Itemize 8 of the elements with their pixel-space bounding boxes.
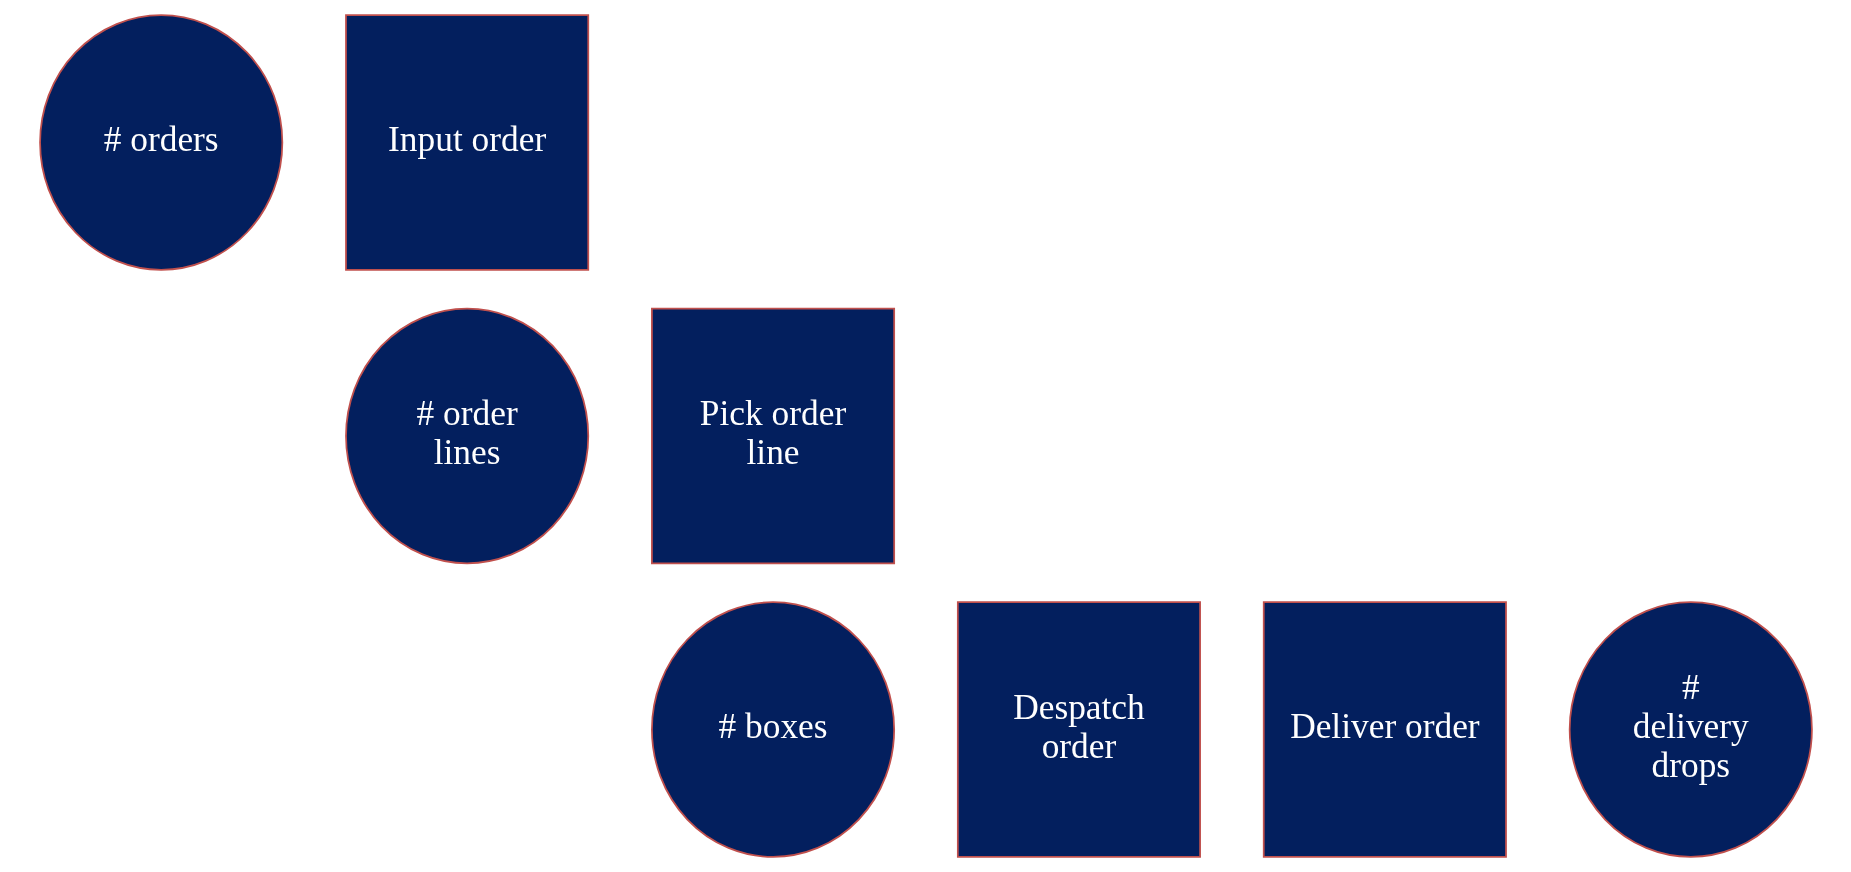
node-box: Input order [344, 14, 589, 271]
node-box: Deliver order [1262, 601, 1507, 858]
node-circle: # orders [38, 14, 283, 271]
node-circle: # boxes [650, 601, 895, 858]
node-box: Pick order line [650, 307, 895, 565]
node-circle: # order lines [344, 307, 589, 565]
node-circle: # delivery drops [1568, 601, 1813, 858]
node-box: Despatch order [956, 601, 1201, 858]
